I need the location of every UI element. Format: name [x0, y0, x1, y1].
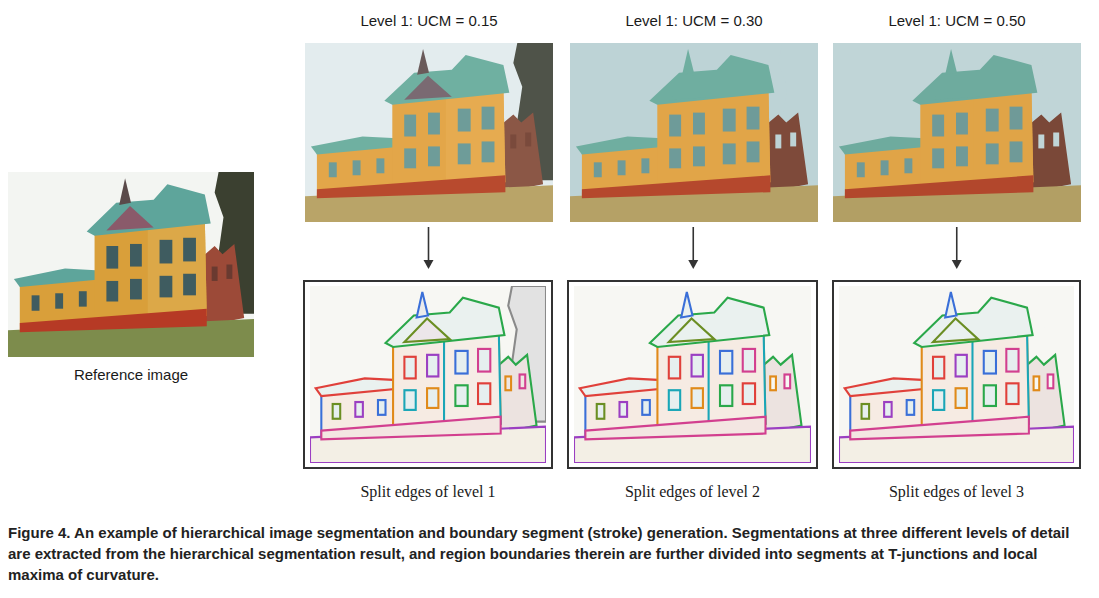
panel-frame	[568, 281, 817, 468]
arrow-head	[424, 260, 434, 269]
panel-frame	[833, 281, 1080, 468]
split-edges-level-1	[310, 286, 546, 463]
arrow-line	[428, 227, 430, 261]
segmentation-panel: Level 1: UCM = 0.30	[570, 12, 818, 222]
reference-photo	[8, 172, 254, 357]
split-edges-panel: Split edges of level 3	[832, 280, 1081, 501]
panel-heading: Level 1: UCM = 0.50	[833, 12, 1081, 30]
arrow-head	[952, 260, 962, 269]
segmentation-panel: Level 1: UCM = 0.15	[305, 12, 553, 222]
flow-arrow	[952, 227, 962, 269]
segmentation-level-2	[570, 43, 818, 222]
split-edges-panel: Split edges of level 1	[303, 280, 553, 501]
panel-label: Split edges of level 2	[567, 483, 818, 501]
arrow-line	[692, 227, 694, 261]
flow-arrow	[688, 227, 698, 269]
split-edges-panel: Split edges of level 2	[567, 280, 818, 501]
panel-frame	[304, 281, 552, 468]
arrow-line	[956, 227, 958, 261]
panel-label: Reference image	[8, 366, 254, 384]
segmentation-level-3	[833, 43, 1081, 222]
reference-image: Reference image	[8, 172, 254, 384]
figure-caption: Figure 4. An example of hierarchical ima…	[8, 522, 1093, 585]
panel-heading: Level 1: UCM = 0.15	[305, 12, 553, 30]
segmentation-panel: Level 1: UCM = 0.50	[833, 12, 1081, 222]
split-edges-level-3	[839, 286, 1074, 463]
segmentation-level-1	[305, 43, 553, 222]
panel-label: Split edges of level 3	[832, 483, 1081, 501]
panel-label: Split edges of level 1	[303, 483, 553, 501]
flow-arrow	[424, 227, 434, 269]
arrow-head	[688, 260, 698, 269]
split-edges-level-2	[574, 286, 811, 463]
panel-heading: Level 1: UCM = 0.30	[570, 12, 818, 30]
